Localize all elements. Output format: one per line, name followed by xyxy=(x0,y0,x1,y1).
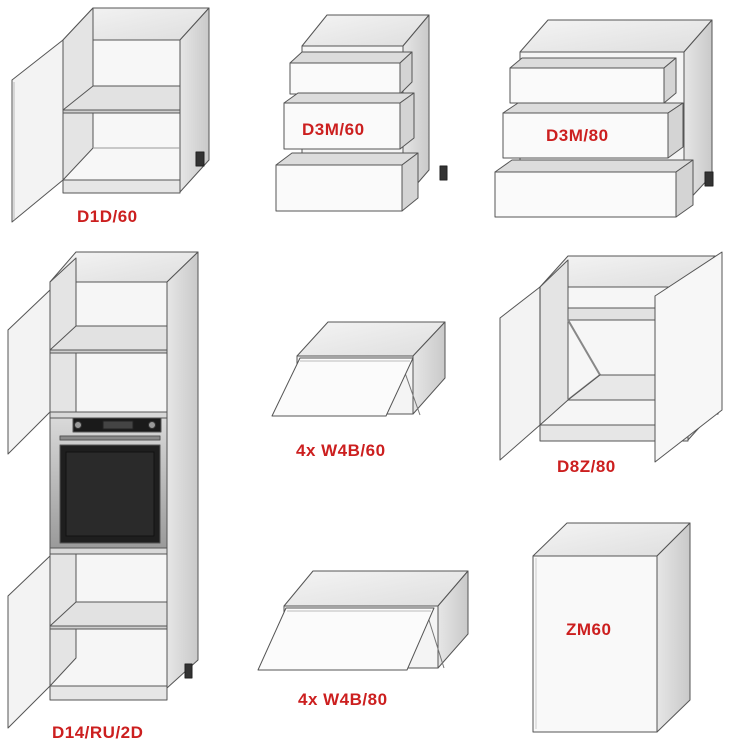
cabinet-w4b60 xyxy=(271,321,446,417)
cabinet-d1d60 xyxy=(11,7,210,223)
label-zm60: ZM60 xyxy=(566,620,612,639)
label-d1d60: D1D/60 xyxy=(77,207,138,226)
cabinet-d8z80 xyxy=(499,251,723,463)
cabinet-d14ru2d xyxy=(7,251,199,729)
cabinet-d3m60 xyxy=(275,14,448,212)
label-d3m60: D3M/60 xyxy=(302,120,365,139)
cabinet-w4b80 xyxy=(257,570,469,671)
cabinet-d3m80 xyxy=(494,19,714,218)
label-w4b80: 4x W4B/80 xyxy=(298,690,388,709)
cabinet-zm60 xyxy=(532,522,691,733)
label-d8z80: D8Z/80 xyxy=(557,457,616,476)
label-d14ru2d: D14/RU/2D xyxy=(52,723,144,742)
label-d3m80: D3M/80 xyxy=(546,126,609,145)
label-w4b60: 4x W4B/60 xyxy=(296,441,386,460)
